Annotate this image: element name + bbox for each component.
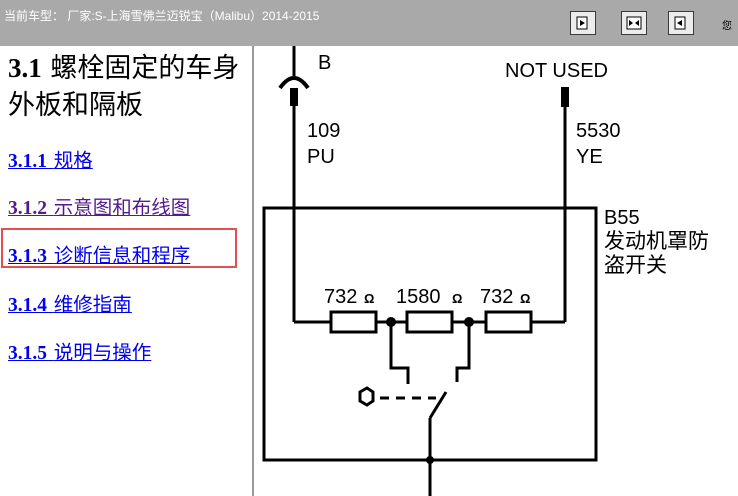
ohm-symbol: Ω (452, 291, 462, 306)
prev-page-button[interactable] (570, 11, 596, 35)
switch-contact-left (389, 322, 410, 384)
nav-link-number: 3.1.5 (8, 343, 47, 364)
wire-right-color: YE (576, 146, 603, 168)
nav-link-number: 3.1.4 (8, 295, 47, 316)
resistor-2-value: 1580 (396, 286, 441, 308)
nav-link-label: 示意图和布线图 (53, 196, 191, 219)
nav-link-label: 说明与操作 (53, 341, 152, 364)
topbar-edge-text: 您 (722, 21, 732, 32)
switch-blade (428, 391, 448, 419)
wiring-diagram: B NOT USED 109 PU 5530 YE B55 发动机罩防 盗开关 … (262, 46, 709, 496)
section-title: 螺栓固定的车身外板和隔板 (8, 53, 240, 121)
nav-link-label: 规格 (53, 149, 93, 172)
arrow-left-icon (674, 16, 686, 30)
component-name-line2: 盗开关 (604, 254, 667, 277)
fit-page-button[interactable] (621, 11, 647, 35)
wire-right-circuit: 5530 (576, 120, 621, 142)
resistor-3 (484, 310, 533, 334)
component-id: B55 (604, 207, 640, 229)
pane-divider[interactable] (252, 46, 254, 496)
vehicle-model-title: 当前车型： 厂家:S-上海雪佛兰迈锐宝（Malibu）2014-2015 (4, 9, 320, 23)
section-heading: 3.1 螺栓固定的车身外板和隔板 (8, 50, 248, 124)
nav-link-label: 维修指南 (53, 293, 132, 316)
connector-b-symbol (278, 76, 310, 90)
next-page-button[interactable] (668, 11, 694, 35)
nav-link-label: 诊断信息和程序 (53, 244, 191, 267)
resistor-2 (405, 310, 454, 334)
resistor-1-value: 732 (324, 286, 357, 308)
resistor-1 (329, 310, 378, 334)
switch-contact-right (455, 322, 471, 382)
connector-right-pin (561, 87, 569, 107)
wire-left-circuit: 109 (307, 120, 340, 142)
connector-b-label: B (318, 52, 331, 74)
left-navigation: 3.1 螺栓固定的车身外板和隔板 3.1.1 规格 3.1.2 示意图和布线图 … (0, 46, 252, 496)
section-number: 3.1 (8, 53, 42, 83)
resistor-3-value: 732 (480, 286, 513, 308)
double-arrow-icon (626, 16, 642, 30)
nav-link-number: 3.1.1 (8, 151, 47, 172)
nav-link-diagnostics[interactable]: 3.1.3 诊断信息和程序 (8, 239, 190, 268)
connector-dot-bottom (426, 456, 434, 464)
component-name-line1: 发动机罩防 (604, 230, 709, 253)
arrow-right-icon (576, 16, 588, 30)
nav-link-description-operation[interactable]: 3.1.5 说明与操作 (8, 336, 151, 365)
selected-item-highlight (1, 228, 237, 268)
hexagon-actuator-icon (358, 386, 375, 407)
wire-left-color: PU (307, 146, 335, 168)
nav-link-schematic-wiring[interactable]: 3.1.2 示意图和布线图 (8, 191, 190, 220)
connector-not-used-label: NOT USED (505, 60, 608, 82)
top-toolbar: 当前车型： 厂家:S-上海雪佛兰迈锐宝（Malibu）2014-2015 您 (0, 0, 738, 46)
nav-link-repair-guide[interactable]: 3.1.4 维修指南 (8, 288, 132, 317)
ohm-symbol: Ω (520, 291, 530, 306)
nav-link-number: 3.1.2 (8, 198, 47, 219)
ohm-symbol: Ω (364, 291, 374, 306)
connector-b-pin (290, 88, 298, 106)
nav-link-number: 3.1.3 (8, 246, 47, 267)
nav-link-specifications[interactable]: 3.1.1 规格 (8, 144, 93, 173)
